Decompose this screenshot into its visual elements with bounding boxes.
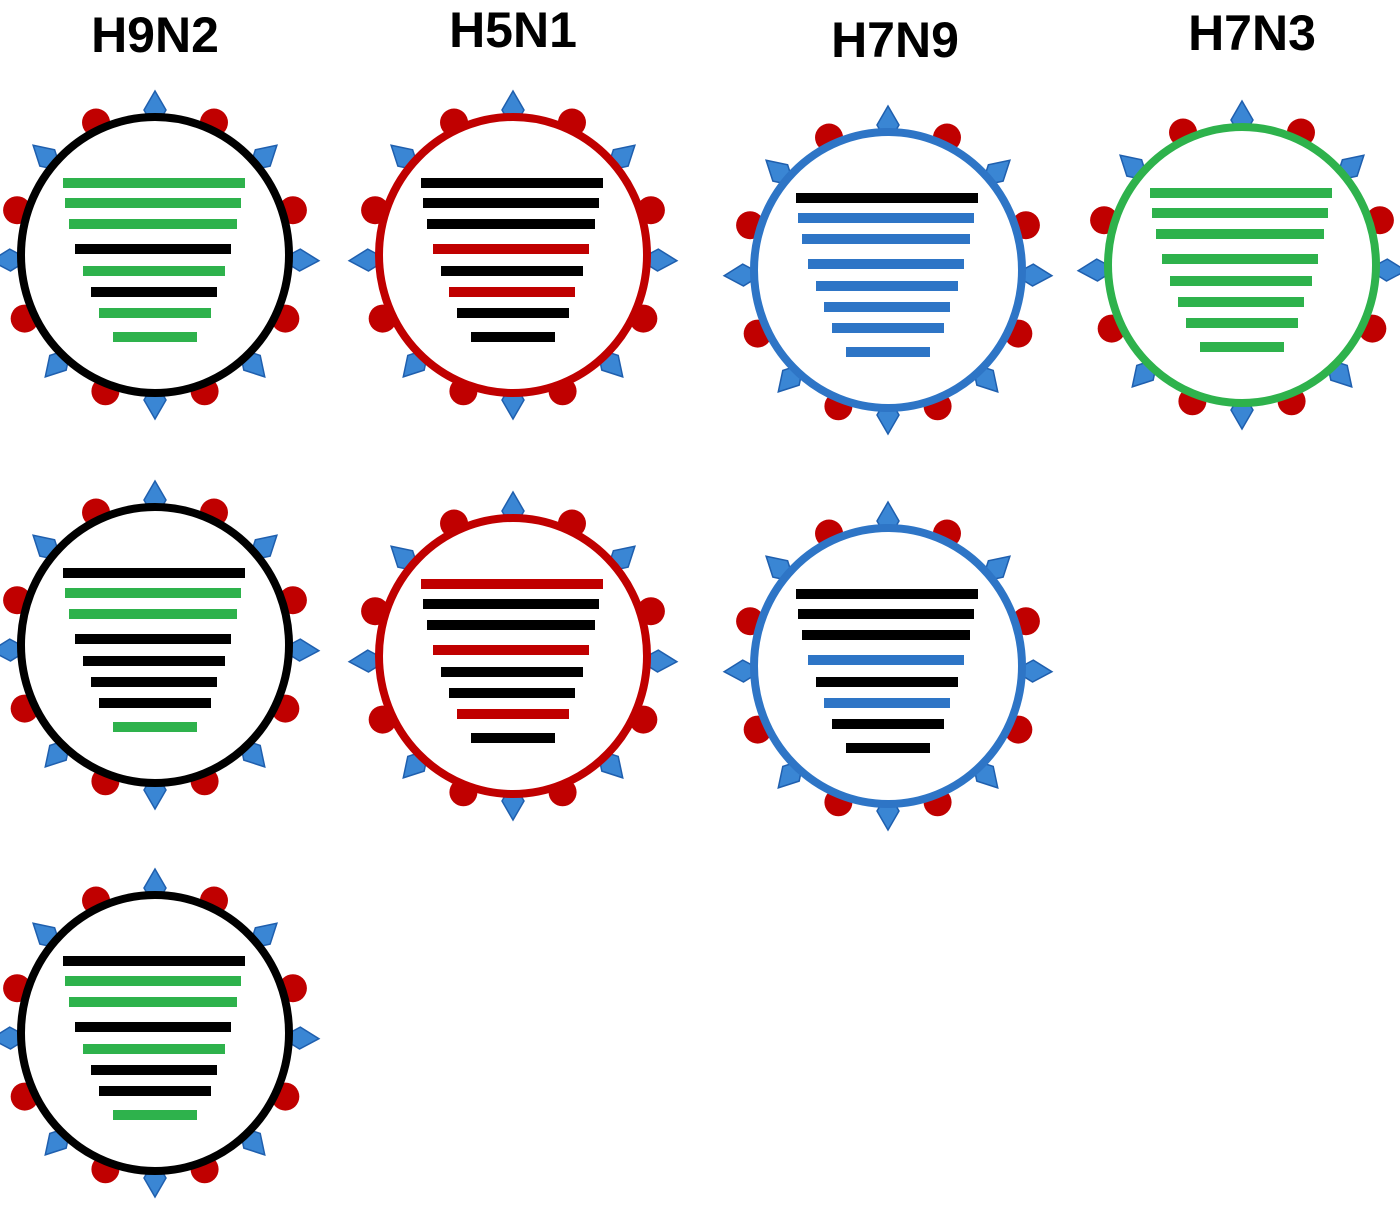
genome-segment: [1156, 229, 1324, 239]
genome-segment: [449, 688, 575, 698]
genome-segment: [1178, 297, 1304, 307]
genome-segment: [421, 178, 603, 188]
virion: [0, 89, 321, 421]
genome-segment: [1162, 254, 1318, 264]
genome-segment: [796, 193, 978, 203]
genome-segment: [75, 1022, 231, 1032]
virion: [347, 490, 679, 822]
genome-segment: [427, 620, 595, 630]
genome-segment: [441, 667, 583, 677]
genome-segment: [99, 698, 211, 708]
genome-segment: [69, 997, 237, 1007]
genome-segment: [457, 308, 569, 318]
genome-segment: [65, 588, 241, 598]
virion: [0, 867, 321, 1199]
virus-membrane: [375, 113, 651, 397]
genome-segment: [75, 244, 231, 254]
genome-segment: [802, 234, 970, 244]
virion: [722, 104, 1054, 436]
genome-segment: [808, 259, 964, 269]
genome-segment: [113, 1110, 197, 1120]
genome-segment: [427, 219, 595, 229]
genome-segment: [798, 213, 974, 223]
virion-layer: [0, 89, 1400, 1199]
genome-segment: [824, 302, 950, 312]
genome-segment: [433, 645, 589, 655]
genome-segment: [91, 287, 217, 297]
genome-segment: [846, 347, 930, 357]
genome-segment: [1186, 318, 1298, 328]
genome-segment: [83, 266, 225, 276]
genome-segment: [69, 219, 237, 229]
genome-segment: [63, 568, 245, 578]
genome-segment: [83, 656, 225, 666]
virus-membrane: [1104, 123, 1380, 407]
column-title-h9n2: H9N2: [91, 7, 219, 63]
genome-segment: [824, 698, 950, 708]
genome-segment: [832, 323, 944, 333]
genome-segment: [83, 1044, 225, 1054]
genome-segment: [433, 244, 589, 254]
genome-segment: [832, 719, 944, 729]
genome-segment: [69, 609, 237, 619]
column-title-h5n1: H5N1: [449, 2, 577, 58]
genome-segment: [421, 579, 603, 589]
genome-segment: [798, 609, 974, 619]
genome-segment: [1152, 208, 1328, 218]
column-title-h7n9: H7N9: [831, 12, 959, 68]
genome-segment: [846, 743, 930, 753]
genome-segment: [99, 308, 211, 318]
virion: [347, 89, 679, 421]
genome-segment: [65, 976, 241, 986]
virus-membrane: [17, 113, 293, 397]
genome-segment: [63, 178, 245, 188]
genome-segment: [457, 709, 569, 719]
genome-segment: [449, 287, 575, 297]
genome-segment: [99, 1086, 211, 1096]
virion: [0, 479, 321, 811]
genome-segment: [441, 266, 583, 276]
genome-segment: [802, 630, 970, 640]
genome-segment: [113, 722, 197, 732]
virus-membrane: [750, 128, 1026, 412]
genome-segment: [816, 677, 958, 687]
virus-membrane: [17, 891, 293, 1175]
genome-segment: [796, 589, 978, 599]
genome-segment: [65, 198, 241, 208]
virion: [722, 500, 1054, 832]
genome-segment: [1200, 342, 1284, 352]
genome-segment: [471, 332, 555, 342]
virion: [1076, 99, 1400, 431]
genome-segment: [91, 677, 217, 687]
virus-membrane: [17, 503, 293, 787]
genome-segment: [113, 332, 197, 342]
genome-segment: [471, 733, 555, 743]
genome-segment: [808, 655, 964, 665]
genome-segment: [91, 1065, 217, 1075]
genome-segment: [1170, 276, 1312, 286]
genome-segment: [75, 634, 231, 644]
genome-segment: [1150, 188, 1332, 198]
column-title-h7n3: H7N3: [1188, 5, 1316, 61]
genome-segment: [423, 198, 599, 208]
genome-segment: [63, 956, 245, 966]
genome-segment: [423, 599, 599, 609]
virus-membrane: [750, 524, 1026, 808]
genome-segment: [816, 281, 958, 291]
virus-membrane: [375, 514, 651, 798]
